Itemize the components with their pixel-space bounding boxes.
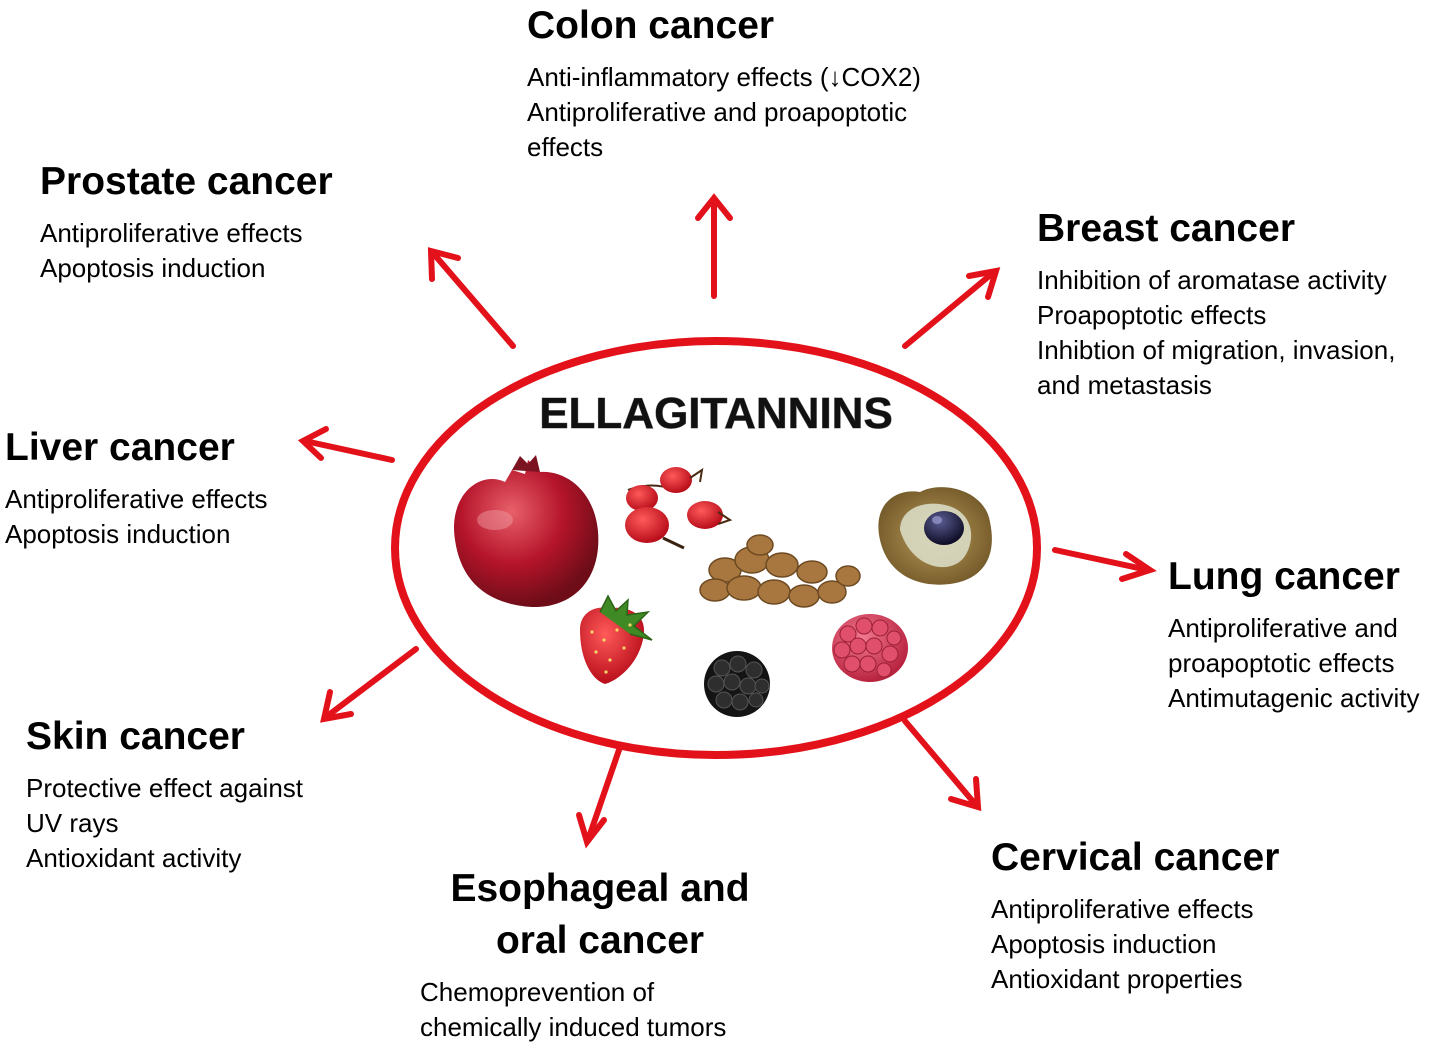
arrow-liver bbox=[302, 438, 395, 463]
arrowhead-lung bbox=[1119, 551, 1157, 582]
esophageal-cancer-title: Esophageal and oral cancer bbox=[420, 863, 780, 967]
arrowhead-skin bbox=[320, 689, 354, 723]
skin-cancer-title: Skin cancer bbox=[26, 715, 245, 758]
esophageal-title-line: Esophageal and bbox=[450, 867, 750, 910]
effect-item: and metastasis bbox=[1037, 370, 1212, 400]
longan-icon bbox=[878, 487, 992, 585]
effect-item: Antiproliferative effects bbox=[991, 894, 1254, 924]
effect-item: Anti-inflammatory effects (↓COX2) bbox=[527, 62, 921, 92]
arrowhead-esophageal bbox=[576, 812, 607, 849]
effect-item: effects bbox=[527, 132, 604, 162]
effect-item: Antiproliferative and bbox=[1168, 613, 1398, 643]
effect-item: Apoptosis induction bbox=[991, 929, 1217, 959]
effect-item: Antimutagenic activity bbox=[1168, 683, 1420, 713]
effect-item: Proapoptotic effects bbox=[1037, 300, 1267, 330]
effect-item: chemically induced tumors bbox=[420, 1012, 727, 1042]
breast-cancer-title: Breast cancer bbox=[1037, 207, 1295, 250]
arrowhead-cervical bbox=[948, 776, 982, 812]
arrow-lung bbox=[1052, 547, 1151, 573]
cervical-cancer-block: Cervical cancer Antiproliferative effect… bbox=[991, 832, 1279, 997]
effect-item: Chemoprevention of bbox=[420, 977, 655, 1007]
arrowhead-breast bbox=[966, 267, 1001, 300]
effect-item: Antiproliferative effects bbox=[5, 484, 268, 514]
liver-cancer-effects: Antiproliferative effects Apoptosis indu… bbox=[5, 482, 268, 552]
arrow-skin bbox=[323, 646, 419, 720]
central-ellipse bbox=[391, 337, 1041, 759]
effect-item: Protective effect against bbox=[26, 773, 304, 803]
prostate-cancer-block: Prostate cancer Antiproliferative effect… bbox=[40, 156, 333, 286]
arrowhead-liver bbox=[297, 426, 329, 461]
lung-cancer-effects: Antiproliferative and proapoptotic effec… bbox=[1168, 611, 1419, 716]
effect-item: Apoptosis induction bbox=[40, 253, 266, 283]
raspberry-icon bbox=[832, 614, 908, 682]
esophageal-cancer-block: Esophageal and oral cancer Chemopreventi… bbox=[420, 863, 780, 1045]
prostate-cancer-effects: Antiproliferative effects Apoptosis indu… bbox=[40, 216, 333, 286]
liver-cancer-block: Liver cancer Antiproliferative effects A… bbox=[5, 422, 268, 552]
blackberry-icon bbox=[704, 651, 770, 717]
colon-cancer-effects: Anti-inflammatory effects (↓COX2) Antipr… bbox=[527, 60, 921, 165]
arrow-breast bbox=[902, 269, 997, 349]
strawberry-icon bbox=[580, 594, 653, 684]
liver-cancer-title: Liver cancer bbox=[5, 426, 235, 469]
cervical-cancer-effects: Antiproliferative effects Apoptosis indu… bbox=[991, 892, 1279, 997]
effect-item: Antioxidant properties bbox=[991, 964, 1243, 994]
center-title: ELLAGITANNINS bbox=[539, 389, 893, 438]
skin-cancer-block: Skin cancer Protective effect against UV… bbox=[26, 711, 303, 876]
effect-item: Antioxidant activity bbox=[26, 843, 242, 873]
arrow-esophageal bbox=[585, 744, 623, 843]
effect-item: Inhibtion of migration, invasion, bbox=[1037, 335, 1396, 365]
lung-cancer-title: Lung cancer bbox=[1168, 555, 1400, 598]
skin-cancer-effects: Protective effect against UV rays Antiox… bbox=[26, 771, 303, 876]
breast-cancer-effects: Inhibition of aromatase activity Proapop… bbox=[1037, 263, 1395, 403]
prostate-cancer-title: Prostate cancer bbox=[40, 160, 333, 203]
effect-item: Antiproliferative effects bbox=[40, 218, 303, 248]
arrow-prostate bbox=[430, 250, 516, 349]
colon-cancer-title: Colon cancer bbox=[527, 4, 775, 47]
effect-item: Apoptosis induction bbox=[5, 519, 231, 549]
walnuts-icon bbox=[699, 534, 861, 608]
rose-hip-icon bbox=[625, 467, 733, 550]
lung-cancer-block: Lung cancer Antiproliferative and proapo… bbox=[1168, 551, 1419, 716]
arrow-cervical bbox=[902, 718, 979, 808]
effect-item: Inhibition of aromatase activity bbox=[1037, 265, 1387, 295]
effect-item: Antiproliferative and proapoptotic bbox=[527, 97, 908, 127]
arrows bbox=[297, 193, 1157, 849]
esophageal-title-line: oral cancer bbox=[495, 919, 705, 962]
esophageal-cancer-effects: Chemoprevention of chemically induced tu… bbox=[420, 975, 780, 1045]
arrowhead-colon bbox=[695, 193, 733, 221]
colon-cancer-block: Colon cancer Anti-inflammatory effects (… bbox=[527, 0, 921, 165]
effect-item: proapoptotic effects bbox=[1168, 648, 1395, 678]
pomegranate-icon bbox=[454, 455, 599, 608]
cervical-cancer-title: Cervical cancer bbox=[991, 836, 1280, 879]
arrowhead-prostate bbox=[427, 247, 461, 282]
breast-cancer-block: Breast cancer Inhibition of aromatase ac… bbox=[1037, 203, 1395, 403]
effect-item: UV rays bbox=[26, 808, 119, 838]
